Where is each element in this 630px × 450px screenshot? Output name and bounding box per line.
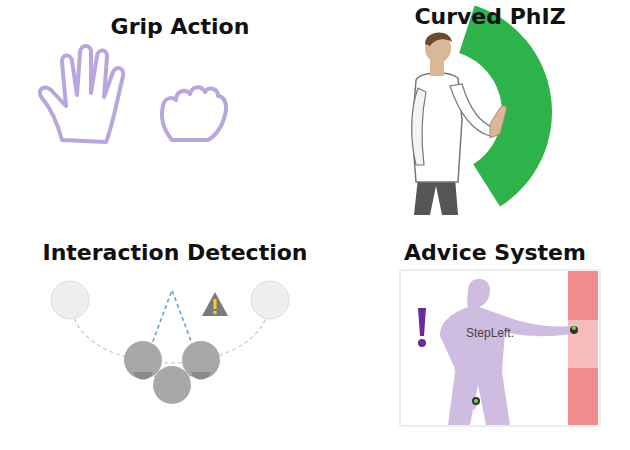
phiz-zone — [459, 5, 552, 206]
alert-mark — [418, 339, 426, 347]
boundary-bar — [568, 271, 598, 425]
person-hair — [425, 32, 452, 46]
person-head-pale — [251, 281, 289, 319]
user-silhouette — [440, 279, 570, 425]
alert-mark — [418, 308, 426, 336]
hand-marker — [472, 397, 480, 405]
hand-marker — [570, 326, 578, 334]
person-head — [425, 33, 451, 63]
person-head-pale — [51, 281, 89, 319]
screen-frame — [400, 270, 600, 426]
warning-mark — [214, 299, 217, 309]
shoulders — [133, 372, 211, 380]
interaction-detection-figure — [51, 281, 289, 404]
person-arm — [412, 88, 426, 165]
panel-heading: Curved PhIZ — [414, 4, 565, 29]
fist-icon — [162, 87, 226, 140]
advice-system-figure — [400, 270, 600, 426]
hand-marker — [474, 399, 478, 403]
person-arm — [450, 84, 494, 136]
person-hand — [490, 106, 506, 138]
screen-message: StepLeft. — [466, 326, 514, 340]
warning-mark — [214, 311, 217, 314]
boundary-bar-section — [568, 320, 598, 368]
person-head — [153, 366, 191, 404]
open-hand-icon — [40, 46, 123, 142]
warning-triangle — [202, 292, 228, 316]
curved-phiz-figure — [412, 5, 552, 215]
guide-arc — [72, 312, 268, 363]
person-legs — [414, 178, 458, 215]
hand-marker — [572, 326, 576, 330]
panel-heading: Grip Action — [111, 14, 250, 39]
panel-heading: Advice System — [404, 240, 586, 265]
panel-heading: Interaction Detection — [42, 240, 307, 265]
